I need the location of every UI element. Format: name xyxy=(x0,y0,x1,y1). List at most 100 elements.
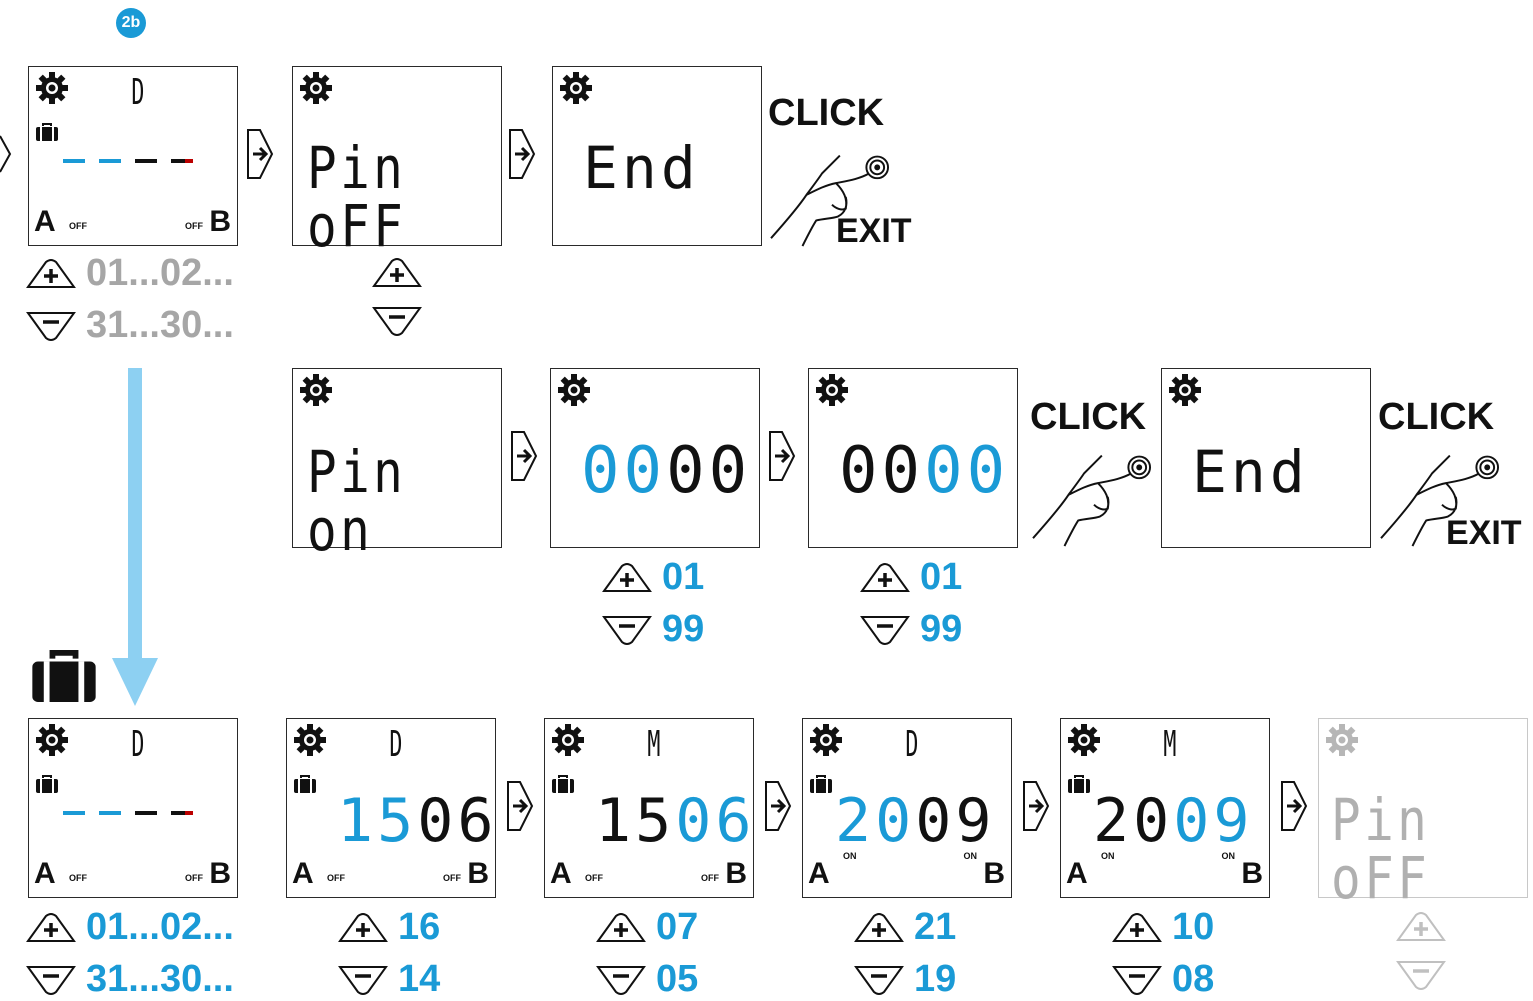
minus-button-row: 99 xyxy=(602,608,704,651)
down-arrow-icon xyxy=(112,368,158,710)
lcd-screen-start-month: M 1506 A OFF OFF B xyxy=(544,718,754,898)
date-digits-idle: 20 xyxy=(1093,786,1173,856)
lcd-screen-end-date: D 2009 A ON ON B xyxy=(802,718,1012,898)
minus-button-icon[interactable] xyxy=(1396,958,1446,992)
gear-icon xyxy=(1067,723,1101,757)
minus-button-row: 31...30... xyxy=(26,958,234,1001)
exit-label: EXIT xyxy=(836,212,912,251)
plus-button-icon[interactable] xyxy=(1396,910,1446,944)
plus-button-row xyxy=(1396,910,1446,944)
minus-button-icon[interactable] xyxy=(26,963,76,997)
minus-button-row: 31...30... xyxy=(26,304,234,347)
suitcase-icon xyxy=(36,123,58,141)
minus-value: 99 xyxy=(920,608,962,651)
channel-b-label: B xyxy=(467,859,489,889)
plus-button-icon[interactable] xyxy=(1112,911,1162,945)
minus-button-icon[interactable] xyxy=(596,963,646,997)
channel-b-label: B xyxy=(725,859,747,889)
plus-button-icon[interactable] xyxy=(26,911,76,945)
minus-button-row: 19 xyxy=(854,958,956,1001)
channel-a-label: A xyxy=(808,859,830,889)
plus-button-row: 16 xyxy=(338,906,440,949)
minus-button-icon[interactable] xyxy=(372,304,422,338)
plus-value: 07 xyxy=(656,906,698,949)
minus-button-icon[interactable] xyxy=(854,963,904,997)
gear-icon xyxy=(299,71,333,105)
minus-value: 99 xyxy=(662,608,704,651)
mode-indicator: D xyxy=(905,725,918,765)
plus-button-icon[interactable] xyxy=(26,257,76,291)
channel-a-label: A xyxy=(292,859,314,889)
exit-label: EXIT xyxy=(1446,514,1522,553)
channel-b-state: ON xyxy=(964,851,978,861)
plus-value: 16 xyxy=(398,906,440,949)
plus-button-row: 01 xyxy=(602,556,704,599)
date-digits: 1506 xyxy=(337,791,498,851)
minus-button-icon[interactable] xyxy=(860,613,910,647)
plus-value: 01 xyxy=(920,556,962,599)
date-digits: 2009 xyxy=(835,791,996,851)
pin-on-text: Pin on xyxy=(307,443,472,559)
lcd-screen-pin-entry-2: 0000 xyxy=(808,368,1018,548)
plus-button-row xyxy=(372,256,422,290)
channel-a-label: A xyxy=(550,859,572,889)
pin-digits-idle: 00 xyxy=(839,434,924,508)
date-digits-active: 06 xyxy=(675,786,755,856)
right-arrow-icon xyxy=(768,430,796,482)
plus-button-icon[interactable] xyxy=(860,561,910,595)
gear-icon xyxy=(1168,373,1202,407)
pin-off-text: Pin oFF xyxy=(307,139,472,255)
gear-icon xyxy=(815,373,849,407)
channel-b-state: OFF xyxy=(185,873,203,883)
lcd-screen-pin-on: Pin on xyxy=(292,368,502,548)
right-arrow-icon xyxy=(246,128,274,180)
channel-a-state: OFF xyxy=(327,873,345,883)
gear-icon xyxy=(1325,723,1359,757)
right-arrow-icon xyxy=(506,780,534,832)
suitcase-icon xyxy=(30,650,98,702)
minus-button-icon[interactable] xyxy=(338,963,388,997)
minus-button-icon[interactable] xyxy=(26,309,76,343)
plus-button-row: 10 xyxy=(1112,906,1214,949)
minus-button-icon[interactable] xyxy=(1112,963,1162,997)
plus-button-icon[interactable] xyxy=(602,561,652,595)
channel-a-label: A xyxy=(34,207,56,237)
right-arrow-icon xyxy=(1022,780,1050,832)
channel-a-state: ON xyxy=(843,851,857,861)
minus-button-row: 99 xyxy=(860,608,962,651)
pin-digits: 0000 xyxy=(839,439,1009,503)
plus-button-icon[interactable] xyxy=(372,256,422,290)
channel-a-state: OFF xyxy=(585,873,603,883)
date-digits-idle: 15 xyxy=(595,786,675,856)
date-digits: 1506 xyxy=(595,791,756,851)
minus-button-row xyxy=(1396,958,1446,992)
channel-a-state: OFF xyxy=(69,873,87,883)
step-badge: 2b xyxy=(116,8,146,38)
date-digits: 2009 xyxy=(1093,791,1254,851)
lcd-screen-date-off: D A OFF OFF B xyxy=(28,66,238,246)
channel-b-label: B xyxy=(209,207,231,237)
plus-button-icon[interactable] xyxy=(854,911,904,945)
pin-digits-active: 00 xyxy=(581,434,666,508)
lcd-screen-end: End xyxy=(1161,368,1371,548)
minus-button-icon[interactable] xyxy=(602,613,652,647)
plus-button-icon[interactable] xyxy=(338,911,388,945)
right-arrow-icon xyxy=(508,128,536,180)
channel-a-state: ON xyxy=(1101,851,1115,861)
plus-value: 10 xyxy=(1172,906,1214,949)
plus-button-row: 01...02... xyxy=(26,906,234,949)
pin-digits: 0000 xyxy=(581,439,751,503)
plus-button-row: 01 xyxy=(860,556,962,599)
gear-icon xyxy=(559,71,593,105)
plus-button-icon[interactable] xyxy=(596,911,646,945)
pin-digits-active: 00 xyxy=(924,434,1009,508)
channel-b-state: OFF xyxy=(701,873,719,883)
suitcase-icon xyxy=(36,775,58,793)
gear-icon xyxy=(299,373,333,407)
mode-indicator: M xyxy=(1163,725,1176,765)
hand-click-icon[interactable] xyxy=(1028,430,1158,548)
channel-b-state: ON xyxy=(1222,851,1236,861)
channel-a-label: A xyxy=(1066,859,1088,889)
suitcase-icon xyxy=(1068,775,1090,793)
channel-b-label: B xyxy=(209,859,231,889)
